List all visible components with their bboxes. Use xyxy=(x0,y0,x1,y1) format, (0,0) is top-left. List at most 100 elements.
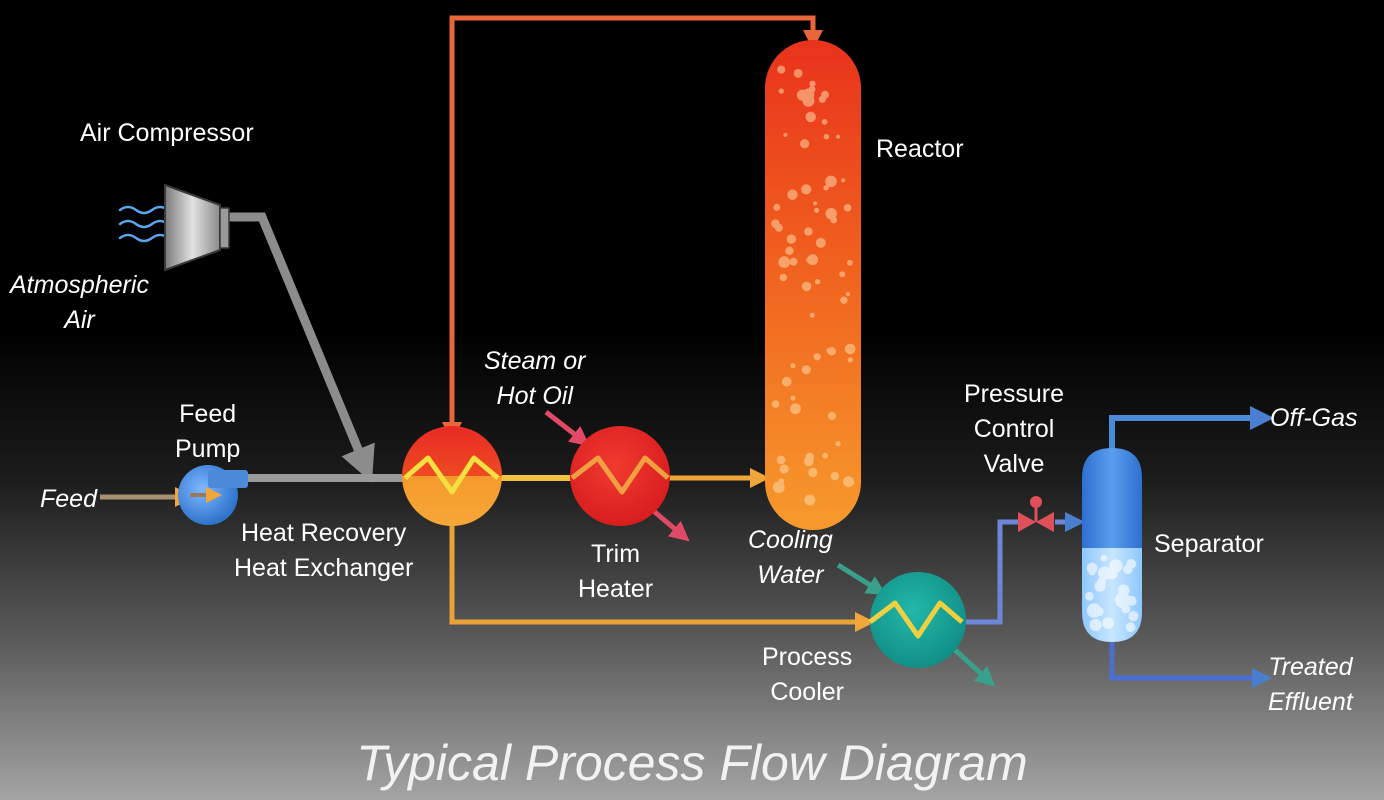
label-cooling-water: Cooling Water xyxy=(748,523,833,593)
label-heat-recovery-heat-exchanger: Heat Recovery Heat Exchanger xyxy=(234,516,413,586)
label-cooling-water-line2: Water xyxy=(757,561,824,589)
reactor-bubble xyxy=(789,257,798,266)
reactor-bubble xyxy=(790,403,801,415)
recycle-line xyxy=(442,15,823,442)
label-treated-effluent-line2: Effluent xyxy=(1268,688,1353,716)
reactor-bubble xyxy=(840,296,848,304)
reactor-bubble xyxy=(809,312,815,318)
reactor-bubble xyxy=(793,69,803,78)
label-steam-or-hot-oil: Steam or Hot Oil xyxy=(484,344,585,414)
reactor-bubble xyxy=(804,494,816,506)
separator-bubble xyxy=(1088,568,1096,576)
separator-bubble xyxy=(1126,558,1137,569)
reactor-bubble xyxy=(835,441,841,447)
label-atmospheric-air-line2: Air xyxy=(64,306,95,334)
reactor-bubble xyxy=(786,234,797,244)
label-feed-pump-line1: Feed xyxy=(179,400,237,428)
reactor-bubble xyxy=(790,363,796,369)
reactor-bubble xyxy=(841,178,846,183)
reactor-bubble xyxy=(844,343,856,355)
reactor-bubble xyxy=(776,455,786,465)
air-line xyxy=(228,212,375,483)
cooling-water-inlet-arrow xyxy=(836,562,887,596)
reactor-bubble xyxy=(804,227,813,236)
reactor-bubble xyxy=(802,88,815,101)
reactor-bubble xyxy=(815,237,826,248)
reactor-bubble xyxy=(778,88,784,94)
feed-pump xyxy=(178,465,248,525)
cooler-to-valve-line xyxy=(960,519,1018,625)
reactor-bubble xyxy=(777,65,786,74)
label-feed-pump: Feed Pump xyxy=(175,397,240,467)
off-gas-line xyxy=(1109,406,1274,452)
reactor-bubble xyxy=(847,259,853,266)
separator-bubble xyxy=(1125,622,1136,632)
separator-bubble xyxy=(1102,617,1114,629)
label-trim-heater: Trim Heater xyxy=(578,537,653,607)
reactor-bubble xyxy=(801,184,812,195)
separator-bubble xyxy=(1086,603,1102,618)
reactor-bubble xyxy=(806,256,813,263)
label-air-compressor: Air Compressor xyxy=(80,119,254,147)
reactor-bubble xyxy=(772,481,785,494)
label-trim-heater-line1: Trim xyxy=(590,540,641,568)
heat-recovery-heat-exchanger xyxy=(402,426,502,526)
separator-bubble xyxy=(1085,591,1094,601)
reactor-bubble xyxy=(839,271,846,278)
reactor-bubble xyxy=(814,279,821,285)
reactor-bubble xyxy=(801,281,812,292)
reactor-bubble xyxy=(779,464,789,474)
separator-bubble xyxy=(1096,577,1106,588)
air-compressor xyxy=(164,183,230,272)
steam-inlet-arrow xyxy=(544,410,590,447)
reactor-bubble xyxy=(805,111,816,123)
reactor-bubble xyxy=(781,376,792,387)
effluent-line xyxy=(1109,640,1272,688)
reactor-bubble xyxy=(803,456,814,467)
reactor-bubble xyxy=(785,246,794,255)
process-cooler xyxy=(868,572,966,668)
reactor-bubble xyxy=(818,95,827,103)
reactor-bubble xyxy=(814,207,820,213)
air-intake-wisps xyxy=(118,205,170,243)
trim-heater xyxy=(570,426,670,526)
label-process-cooler-line1: Process xyxy=(762,643,853,671)
label-feed: Feed xyxy=(40,485,97,513)
reactor-bubble xyxy=(778,478,785,485)
cooling-water-outlet-arrow xyxy=(953,648,996,687)
separator-bubble xyxy=(1121,604,1131,614)
reactor xyxy=(765,40,861,530)
separator-bubble xyxy=(1089,618,1102,632)
exchanger-to-cooler-line xyxy=(449,520,875,632)
reactor-bubble xyxy=(800,139,810,149)
reactor-bubble xyxy=(775,224,783,232)
reactor-bubble xyxy=(771,400,780,408)
label-separator: Separator xyxy=(1154,530,1264,558)
label-process-cooler-line2: Cooler xyxy=(770,678,844,706)
label-feed-pump-line2: Pump xyxy=(175,435,241,463)
reactor-bubble xyxy=(783,132,788,137)
reactor-bubble xyxy=(843,204,852,212)
label-reactor: Reactor xyxy=(876,135,964,163)
label-pressure-control-valve: Pressure Control Valve xyxy=(964,377,1064,482)
reactor-bubble xyxy=(830,472,839,481)
reactor-bubble xyxy=(813,353,821,361)
reactor-bubble xyxy=(809,80,816,87)
label-heat-exchanger-line1: Heat Recovery xyxy=(240,519,407,547)
label-atmospheric-air: Atmospheric Air xyxy=(10,268,149,338)
label-atmospheric-air-line1: Atmospheric xyxy=(10,271,149,299)
separator-bubble xyxy=(1109,559,1123,573)
label-pcv-line3: Valve xyxy=(983,450,1045,478)
reactor-bubble xyxy=(836,134,841,139)
reactor-bubble xyxy=(790,395,796,401)
reactor-bubble xyxy=(823,133,830,140)
reactor-bubble xyxy=(787,189,798,200)
reactor-bubble xyxy=(845,292,851,297)
reactor-bubble xyxy=(825,175,837,188)
reactor-bubble xyxy=(825,208,837,220)
reactor-bubble xyxy=(828,412,836,420)
label-treated-effluent: Treated Effluent xyxy=(1268,650,1353,720)
reactor-bubble xyxy=(813,201,818,206)
